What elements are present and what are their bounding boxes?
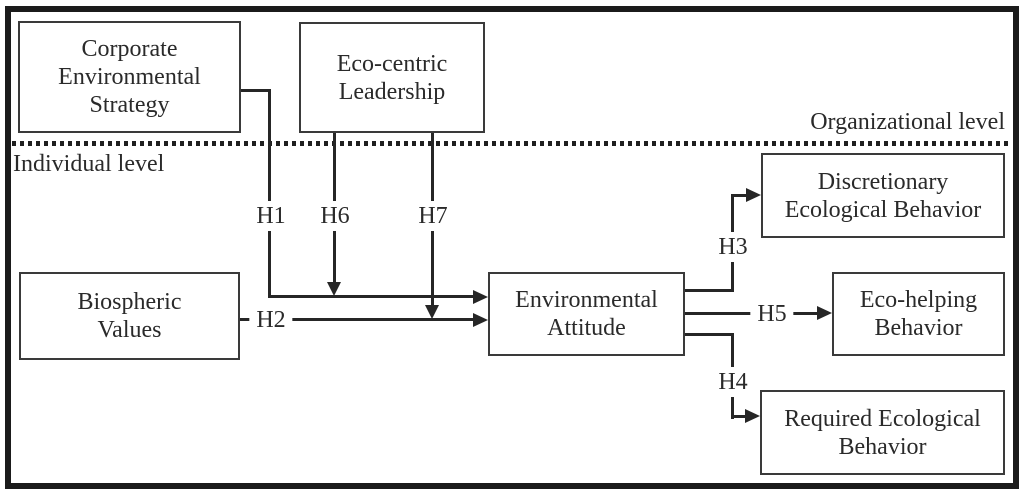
h3-label: H3 — [717, 232, 749, 262]
h1-label: H1 — [255, 201, 287, 231]
h4-segment-horizontal-exit — [685, 333, 734, 336]
individual-level-label: Individual level — [13, 151, 165, 177]
h7-arrowhead — [425, 305, 439, 319]
level-divider-dotted-line — [12, 141, 1012, 146]
node-corporate-environmental-strategy: Corporate Environmental Strategy — [18, 21, 241, 133]
h4-segment-horizontal-entry — [731, 415, 745, 418]
h5-label: H5 — [750, 302, 794, 326]
h3-segment-horizontal-entry — [731, 194, 746, 197]
h3-arrowhead — [746, 188, 761, 202]
node-label: Biospheric Values — [77, 289, 182, 343]
h7-label: H7 — [417, 201, 449, 231]
h6-label: H6 — [319, 201, 351, 231]
h3-segment-horizontal-exit — [685, 289, 734, 292]
h2-arrowhead — [473, 313, 488, 327]
node-discretionary-ecological-behavior: Discretionary Ecological Behavior — [761, 153, 1005, 238]
node-environmental-attitude: Environmental Attitude — [488, 272, 685, 356]
node-label: Eco-helping Behavior — [859, 287, 978, 341]
h1-arrowhead — [473, 290, 488, 304]
h2-label: H2 — [249, 308, 293, 332]
node-eco-helping-behavior: Eco-helping Behavior — [832, 272, 1005, 356]
node-label: Corporate Environmental Strategy — [58, 36, 201, 118]
organizational-level-label: Organizational level — [810, 109, 1005, 135]
h1-segment-horizontal-entry — [268, 295, 473, 298]
node-label: Eco-centric Leadership — [336, 50, 448, 105]
h4-arrowhead — [745, 409, 760, 423]
node-label: Required Ecological Behavior — [784, 405, 981, 460]
h4-label: H4 — [717, 367, 749, 397]
h1-segment-horizontal-stub — [241, 89, 271, 92]
h6-arrowhead — [327, 282, 341, 296]
node-biospheric-values: Biospheric Values — [19, 272, 240, 360]
node-label: Discretionary Ecological Behavior — [784, 168, 982, 223]
node-eco-centric-leadership: Eco-centric Leadership — [299, 22, 485, 133]
h5-arrowhead — [817, 306, 832, 320]
h1-segment-vertical — [268, 89, 271, 298]
node-required-ecological-behavior: Required Ecological Behavior — [760, 390, 1005, 475]
h2-segment-horizontal — [240, 318, 473, 321]
node-label: Environmental Attitude — [515, 287, 658, 341]
diagram-frame — [5, 6, 1019, 489]
